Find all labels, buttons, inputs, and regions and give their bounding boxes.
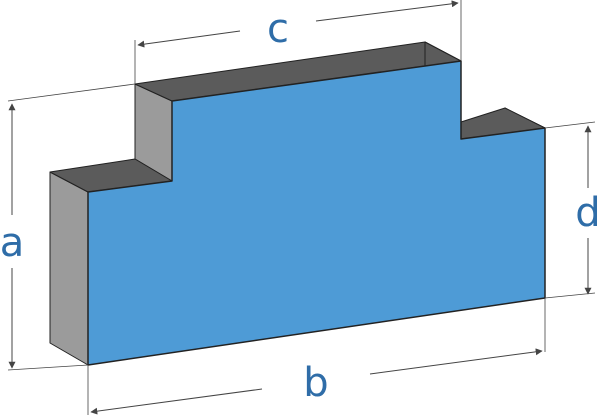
dimension-d: d	[544, 121, 600, 299]
dimension-label-c: c	[267, 6, 289, 52]
dimension-c-arrow-left	[137, 30, 241, 48]
dimension-b-arrow-left	[90, 388, 263, 415]
dimension-c: c	[134, 0, 462, 84]
dimension-c-arrow-right	[315, 0, 459, 22]
dimension-b-arrow-right	[369, 348, 543, 375]
dimension-label-b: b	[303, 360, 328, 406]
dimension-b: b	[87, 298, 546, 415]
front-face	[87, 60, 546, 366]
dimension-a: a	[0, 83, 136, 371]
t-profile-block	[49, 41, 546, 366]
dimension-label-d: d	[575, 190, 600, 236]
left-side-face-lower	[49, 171, 89, 366]
dimension-label-a: a	[0, 220, 24, 266]
